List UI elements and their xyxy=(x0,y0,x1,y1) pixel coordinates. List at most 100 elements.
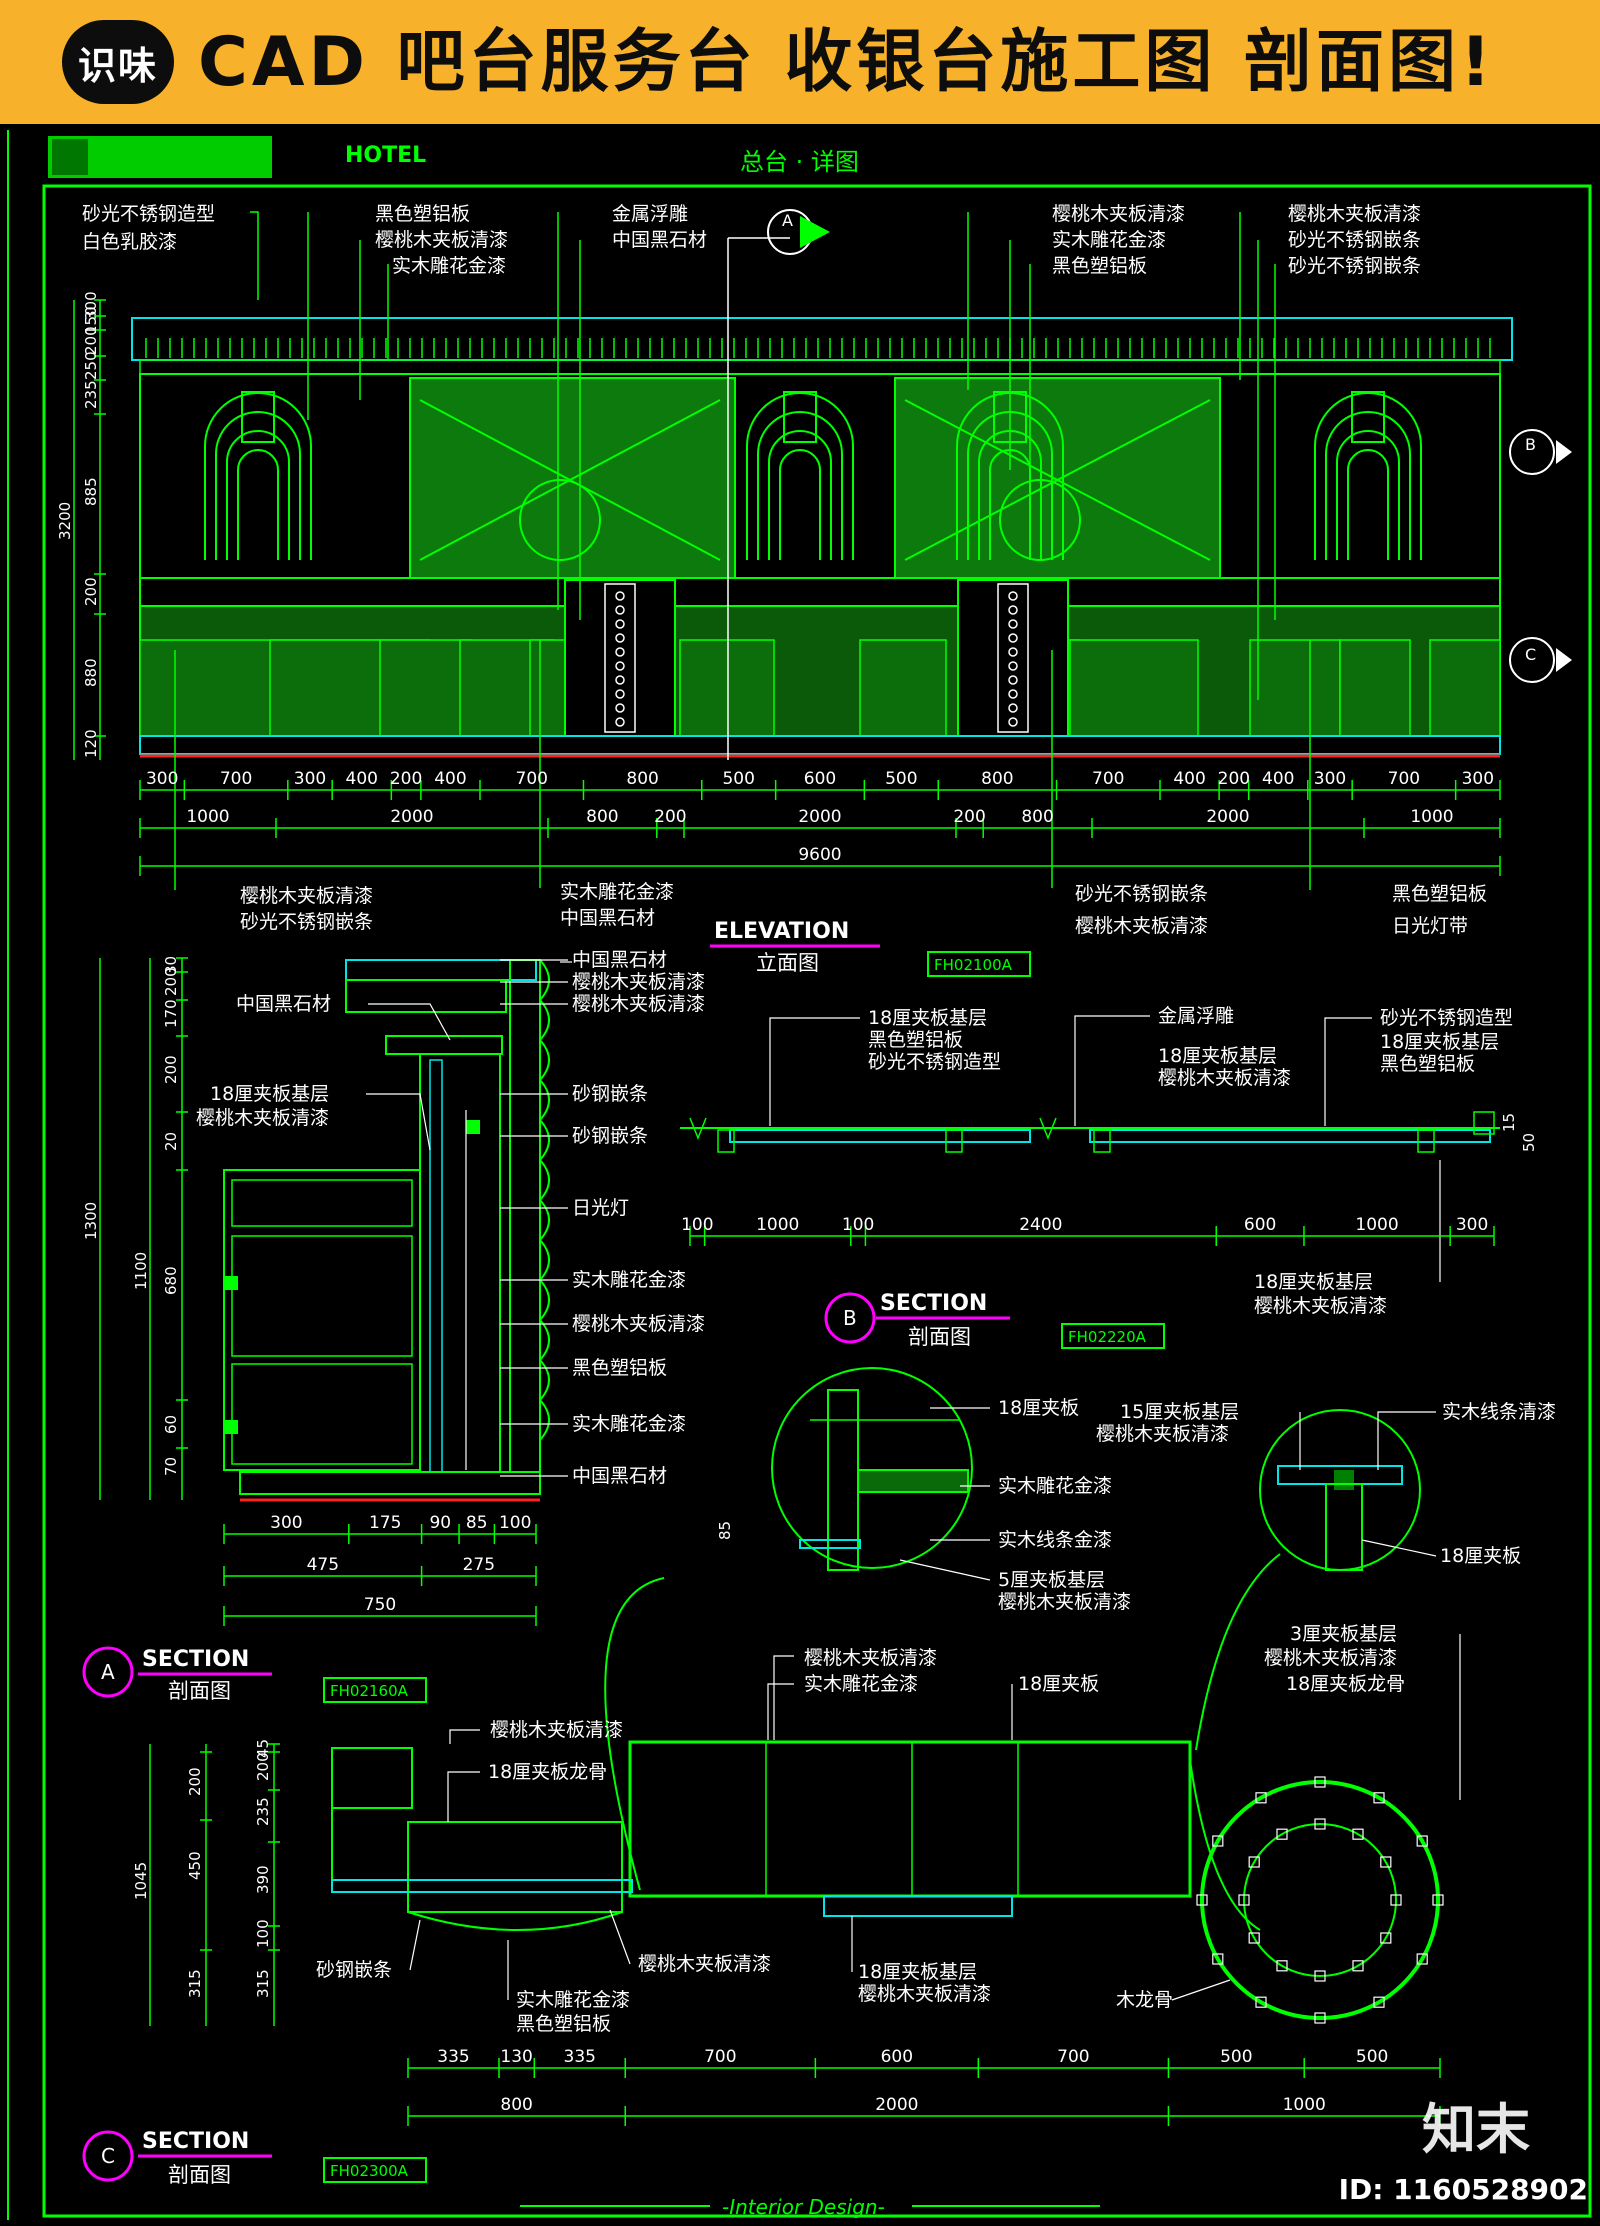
svg-text:实木线条清漆: 实木线条清漆 xyxy=(1442,1401,1556,1423)
elevation-dim: 800 xyxy=(626,769,658,789)
elevation-drawing xyxy=(131,237,1513,760)
section-c-dim: 800 xyxy=(500,2095,532,2115)
elevation-dim: 300 xyxy=(146,769,178,789)
section-a-vertical-dim: 70 xyxy=(162,1457,180,1476)
svg-text:剖面图: 剖面图 xyxy=(908,1325,971,1349)
svg-text:实木线条金漆: 实木线条金漆 xyxy=(998,1529,1112,1551)
svg-text:中国黑石材: 中国黑石材 xyxy=(236,993,331,1015)
elevation-dim: 500 xyxy=(885,769,917,789)
section-c-vertical-dim: 450 xyxy=(186,1851,204,1880)
svg-text:B: B xyxy=(843,1306,857,1330)
elevation-dim: 300 xyxy=(294,769,326,789)
elevation-vertical-dim: 250 xyxy=(82,351,100,380)
svg-text:白色乳胶漆: 白色乳胶漆 xyxy=(82,231,177,253)
elevation-dim: 600 xyxy=(804,769,836,789)
elevation-dim: 2000 xyxy=(798,807,841,827)
counter-panels xyxy=(139,579,1501,737)
svg-text:砂光不锈钢嵌条: 砂光不锈钢嵌条 xyxy=(1288,229,1421,251)
svg-text:SECTION: SECTION xyxy=(142,1647,249,1672)
svg-text:樱桃木夹板清漆: 樱桃木夹板清漆 xyxy=(804,1647,937,1669)
section-marker-b: B xyxy=(1509,429,1572,475)
svg-text:3厘夹板基层: 3厘夹板基层 xyxy=(1290,1623,1397,1645)
relief-ornament xyxy=(204,391,1422,561)
svg-text:砂光不锈钢造型: 砂光不锈钢造型 xyxy=(1380,1007,1513,1029)
sheet-title: 总台 · 详图 xyxy=(740,148,859,176)
elevation-vertical-dim: 235 xyxy=(82,380,100,409)
svg-text:黑色塑铝板: 黑色塑铝板 xyxy=(1380,1053,1475,1075)
svg-text:黑色塑铝板: 黑色塑铝板 xyxy=(1392,883,1487,905)
svg-text:剖面图: 剖面图 xyxy=(168,1679,231,1703)
svg-text:18厘夹板基层: 18厘夹板基层 xyxy=(210,1083,329,1105)
section-a-dim: 100 xyxy=(499,1513,531,1533)
section-a-label: 中国黑石材 xyxy=(572,1465,667,1487)
section-c-vertical-dim: 200 xyxy=(186,1767,204,1796)
svg-text:B: B xyxy=(1525,435,1536,454)
svg-text:18厘夹板龙骨: 18厘夹板龙骨 xyxy=(1286,1673,1405,1695)
svg-text:砂光不锈钢造型: 砂光不锈钢造型 xyxy=(82,203,215,225)
svg-text:SECTION: SECTION xyxy=(880,1291,987,1316)
svg-text:樱桃木夹板清漆: 樱桃木夹板清漆 xyxy=(638,1953,771,1975)
svg-text:金属浮雕: 金属浮雕 xyxy=(612,203,688,225)
section-c-vertical-dim: 390 xyxy=(254,1865,272,1894)
section-b-dim: 1000 xyxy=(1355,1215,1398,1235)
section-c-labels: 樱桃木夹板清漆 实木雕花金漆 18厘夹板 3厘夹板基层 樱桃木夹板清漆 18厘夹… xyxy=(316,1623,1461,2035)
svg-text:实木雕花金漆: 实木雕花金漆 xyxy=(998,1475,1112,1497)
section-a-title-block: A SECTION 剖面图 FH02160A xyxy=(82,1646,427,1703)
section-a-dim: 475 xyxy=(307,1555,339,1575)
svg-text:18厘夹板: 18厘夹板 xyxy=(1018,1673,1099,1695)
section-b-dim: 100 xyxy=(842,1215,874,1235)
elevation-total-width: 9600 xyxy=(798,845,841,865)
section-c-dim: 130 xyxy=(500,2047,532,2067)
detail-circle-right xyxy=(1259,1409,1421,1571)
svg-text:黑色塑铝板: 黑色塑铝板 xyxy=(375,203,470,225)
section-c-dim: 500 xyxy=(1220,2047,1252,2067)
detail-left-labels: 18厘夹板 实木雕花金漆 实木线条金漆 5厘夹板基层 樱桃木夹板清漆 85 xyxy=(716,1397,1131,1613)
elevation-leaders xyxy=(174,211,1311,890)
section-c-dim: 600 xyxy=(881,2047,913,2067)
svg-text:18厘夹板基层: 18厘夹板基层 xyxy=(868,1007,987,1029)
svg-text:FH02220A: FH02220A xyxy=(1068,1328,1147,1346)
section-c-dim: 2000 xyxy=(875,2095,918,2115)
elevation-dim: 400 xyxy=(1262,769,1294,789)
elevation-dim: 700 xyxy=(516,769,548,789)
section-a-label: 砂钢嵌条 xyxy=(572,1083,648,1105)
section-b-labels: 18厘夹板基层 黑色塑铝板 砂光不锈钢造型 金属浮雕 18厘夹板基层 樱桃木夹板… xyxy=(769,1005,1513,1317)
section-a-dim: 90 xyxy=(429,1513,451,1533)
section-a-label: 樱桃木夹板清漆 xyxy=(572,1313,705,1335)
banner-title: CAD 吧台服务台 收银台施工图 剖面图! xyxy=(198,23,1496,102)
svg-text:黑色塑铝板: 黑色塑铝板 xyxy=(1052,255,1147,277)
section-c-vertical-dim: 45 xyxy=(254,1739,272,1758)
section-a-label: 黑色塑铝板 xyxy=(572,1357,667,1379)
section-b-dim: 100 xyxy=(681,1215,713,1235)
svg-text:樱桃木夹板清漆: 樱桃木夹板清漆 xyxy=(490,1719,623,1741)
section-a-label: 实木雕花金漆 xyxy=(572,1269,686,1291)
elevation-dim: 500 xyxy=(722,769,754,789)
section-a-label: 砂钢嵌条 xyxy=(572,1125,648,1147)
section-a-vertical-dim: 200 xyxy=(162,967,180,996)
svg-text:樱桃木夹板清漆: 樱桃木夹板清漆 xyxy=(1158,1067,1291,1089)
svg-text:A: A xyxy=(101,1660,115,1684)
section-c-vertical-dim: 315 xyxy=(254,1969,272,1998)
elevation-dim: 800 xyxy=(981,769,1013,789)
svg-text:18厘夹板龙骨: 18厘夹板龙骨 xyxy=(488,1761,607,1783)
svg-text:木龙骨: 木龙骨 xyxy=(1116,1989,1173,2011)
elevation-vertical-dim: 880 xyxy=(82,658,100,687)
svg-text:C: C xyxy=(101,2144,115,2168)
section-b-dim: 300 xyxy=(1456,1215,1488,1235)
elevation-vertical-dim: 885 xyxy=(82,477,100,506)
svg-text:18厘夹板基层: 18厘夹板基层 xyxy=(1158,1045,1277,1067)
section-a-vertical-dim: 170 xyxy=(162,999,180,1028)
brand-logo: 识味 xyxy=(62,20,174,104)
section-a-vertical-dim: 30 xyxy=(162,956,180,975)
svg-text:实木雕花金漆: 实木雕花金漆 xyxy=(560,881,674,903)
elevation-dim: 1000 xyxy=(186,807,229,827)
svg-text:日光灯带: 日光灯带 xyxy=(1392,915,1468,937)
section-c-dim: 700 xyxy=(1057,2047,1089,2067)
elevation-dim: 2000 xyxy=(1206,807,1249,827)
elevation-dim: 2000 xyxy=(390,807,433,827)
svg-text:砂光不锈钢嵌条: 砂光不锈钢嵌条 xyxy=(1288,255,1421,277)
